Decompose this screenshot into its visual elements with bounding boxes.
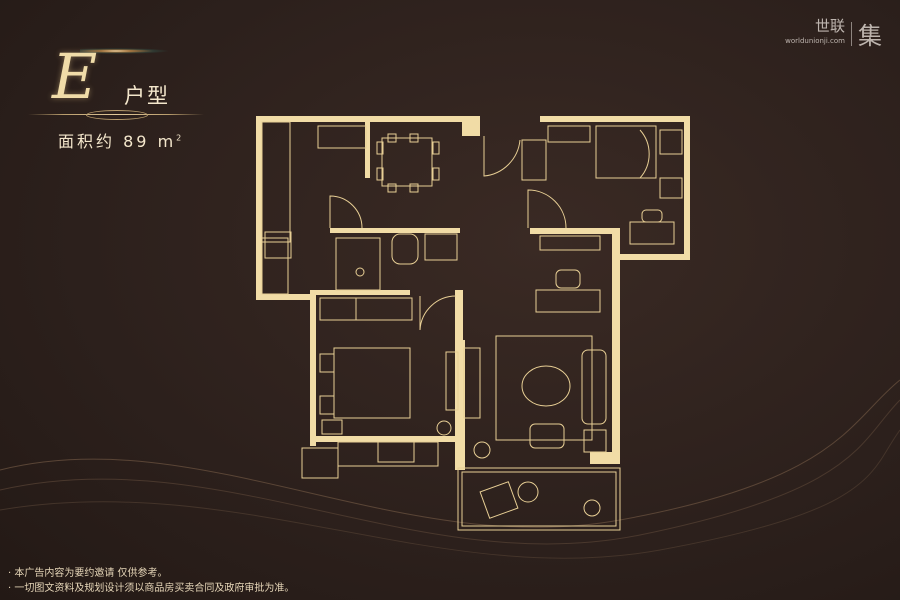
walls bbox=[256, 116, 690, 470]
logo-ji: 集 bbox=[858, 22, 882, 50]
area-label: 面积约 bbox=[58, 132, 116, 151]
note-1: · 本广告内容为要约邀请 仅供参考。 bbox=[8, 568, 168, 579]
area-unit-sup: 2 bbox=[176, 133, 182, 143]
plan-lines bbox=[261, 121, 683, 531]
area-value: 89 bbox=[123, 132, 150, 151]
logo-separator bbox=[851, 21, 852, 46]
light-flare bbox=[80, 48, 170, 54]
divider-ornament bbox=[86, 110, 148, 120]
area-unit: m bbox=[157, 132, 177, 151]
unit-type-label: 户型 bbox=[124, 84, 170, 108]
logo-url: worldunionji.com bbox=[785, 36, 845, 45]
unit-letter: E bbox=[52, 40, 98, 113]
logo-name: 世联 bbox=[814, 16, 845, 35]
area-text: 面积约 89 m2 bbox=[58, 128, 181, 152]
note-2: · 一切图文资料及规划设计须以商品房买卖合同及政府审批为准。 bbox=[8, 583, 295, 594]
disclaimer-notes: · 本广告内容为要约邀请 仅供参考。 · 一切图文资料及规划设计须以商品房买卖合… bbox=[8, 566, 294, 596]
